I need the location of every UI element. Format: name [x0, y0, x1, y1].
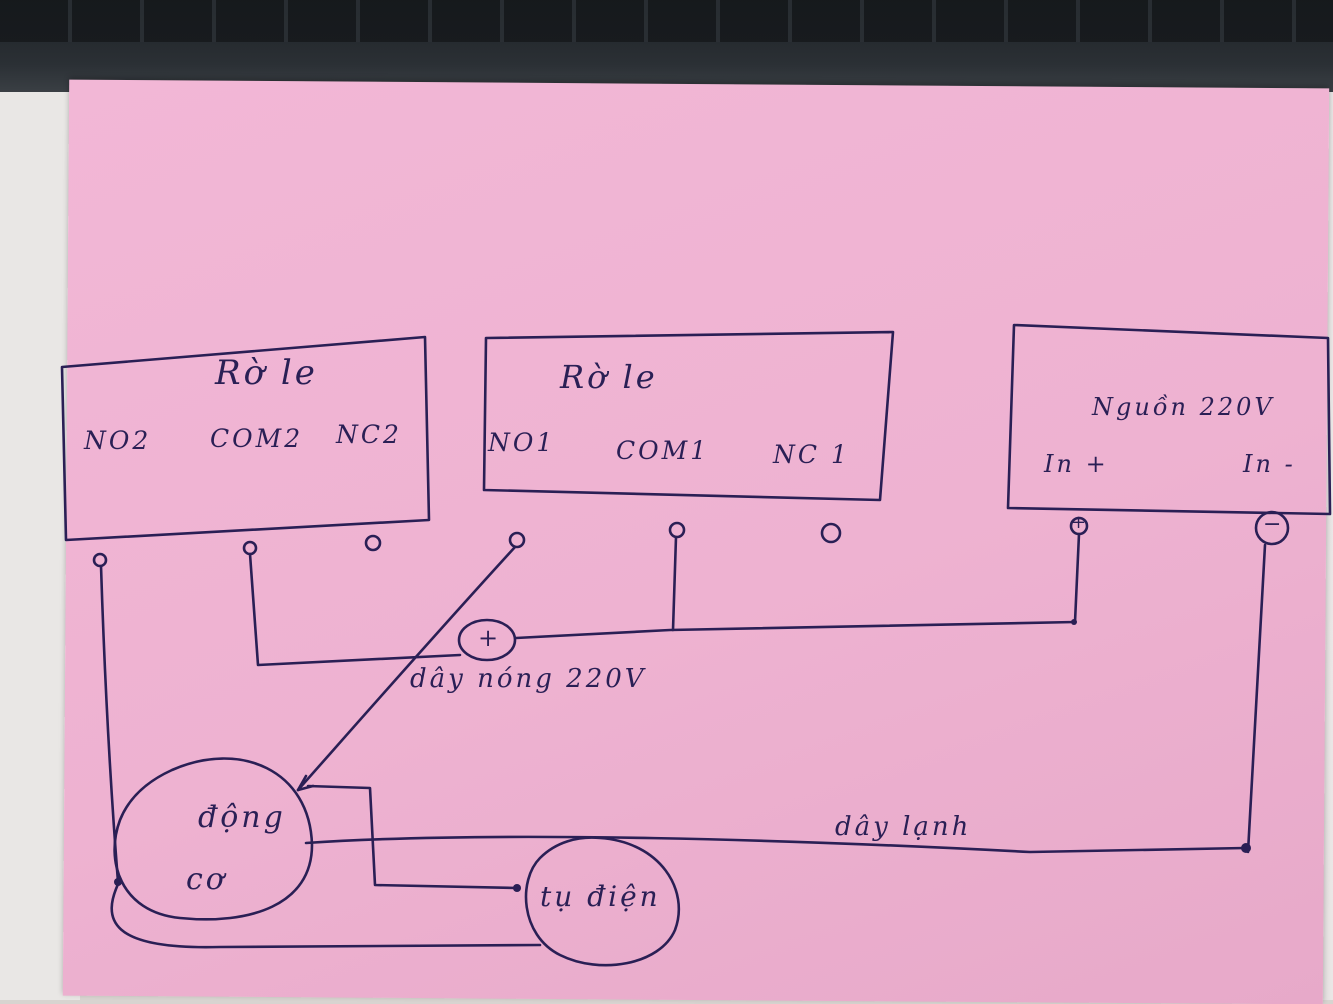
relay-1-title: Rờ le	[560, 358, 658, 396]
relay-1-com-label: COM1	[616, 436, 710, 465]
hot-wire-symbol: +	[478, 624, 499, 652]
power-supply-title: Nguồn 220V	[1092, 393, 1275, 421]
capacitor-label: tụ điện	[540, 880, 661, 913]
terminal-no1	[508, 531, 526, 549]
relay-1-box	[482, 330, 895, 502]
motor-circle	[113, 757, 314, 921]
relay-1-no-label: NO1	[488, 428, 556, 457]
power-supply-box	[1006, 323, 1332, 516]
motor-label-line1: động	[198, 800, 286, 835]
relay-2-no-label: NO2	[84, 426, 152, 455]
power-in-minus-label: In -	[1243, 450, 1296, 478]
wire-no1-to-motor	[296, 545, 517, 792]
motor-label-line2: cơ	[186, 862, 227, 897]
wire-hot-bus	[514, 532, 1081, 640]
terminal-in-minus	[1254, 510, 1290, 546]
hot-wire-node	[457, 618, 517, 662]
wire-com1-drop	[671, 535, 678, 632]
relay-2-title: Rờ le	[215, 353, 318, 393]
keyboard-background	[0, 0, 1333, 92]
wire-cold-line	[304, 835, 1247, 854]
relay-1-nc-label: NC 1	[773, 440, 850, 469]
capacitor-circle	[524, 836, 681, 967]
in-minus-symbol: −	[1263, 512, 1282, 537]
relay-2-nc-label: NC2	[336, 420, 402, 449]
terminal-com2	[242, 540, 258, 556]
power-in-plus-label: In +	[1044, 450, 1109, 478]
junction-dot	[1241, 843, 1251, 853]
terminal-nc1	[820, 522, 842, 544]
junction-dot	[114, 878, 122, 886]
relay-2-box	[60, 335, 431, 542]
in-plus-symbol: +	[1071, 512, 1087, 533]
junction-dot	[513, 884, 521, 892]
cold-wire-label: dây lạnh	[835, 812, 972, 842]
terminal-com1	[668, 521, 686, 539]
junction-dot	[1071, 619, 1077, 625]
relay-2-com-label: COM2	[210, 424, 304, 453]
wire-com2-to-hot	[248, 552, 462, 667]
wire-cold-up	[1246, 543, 1267, 854]
wire-motor-bottom-loop	[110, 878, 542, 949]
wire-motor-to-capacitor	[306, 784, 519, 890]
terminal-nc2	[364, 534, 382, 552]
hot-wire-label: dây nóng 220V	[410, 664, 647, 694]
terminal-no2	[92, 552, 108, 568]
